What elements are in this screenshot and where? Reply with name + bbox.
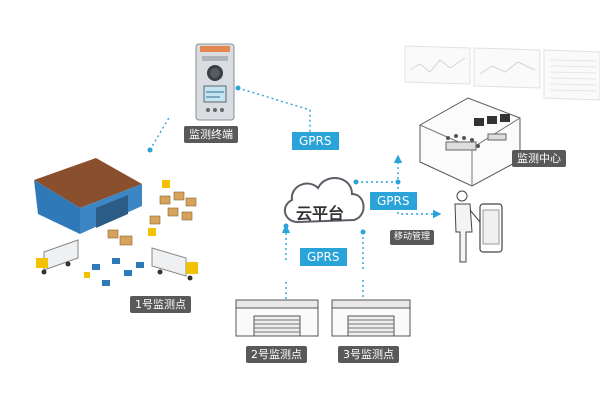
dashboard-screens (404, 45, 600, 101)
site1-label: 1号监测点 (130, 296, 191, 313)
site3-label: 3号监测点 (338, 346, 399, 363)
gprs-sites-tag: GPRS (300, 248, 347, 266)
trucks (36, 239, 198, 281)
cloud-platform-label: 云平台 (296, 204, 345, 223)
monitor-center-label: 监测中心 (512, 150, 566, 167)
monitor-center-room (419, 97, 521, 187)
building-site-2 (235, 299, 319, 337)
monitoring-terminal-device (195, 43, 235, 121)
gprs-terminal-tag: GPRS (292, 132, 339, 150)
warehouse-site-1 (34, 158, 198, 286)
terminal-label: 监测终端 (184, 126, 238, 143)
site2-label: 2号监测点 (246, 346, 307, 363)
manager-person (454, 190, 481, 263)
smartphone-icon (479, 203, 503, 253)
cloud-icon (283, 177, 365, 224)
gprs-center-tag: GPRS (370, 192, 417, 210)
mobile-label: 移动管理 (390, 230, 435, 245)
building-site-3 (331, 299, 411, 337)
